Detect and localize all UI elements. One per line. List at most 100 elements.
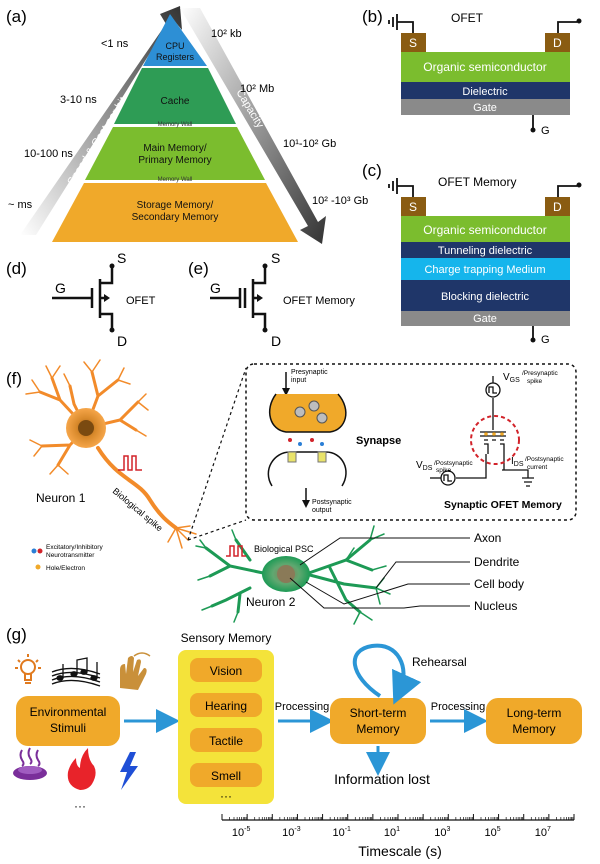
- panel-f-label: (f): [6, 369, 22, 388]
- label-axon: Axon: [474, 531, 501, 545]
- panel-f: (f) Neuron 1 Biological spike Excitatory…: [6, 359, 577, 625]
- processing-1: Processing: [275, 701, 329, 713]
- ids-note-1: /Postsynaptic: [525, 456, 564, 463]
- source-wire: [397, 21, 414, 33]
- sense-tactile-text: Tactile: [209, 734, 243, 748]
- smell-dish-icon: [13, 747, 47, 780]
- presynaptic-text-1: Presynaptic: [291, 369, 328, 376]
- panel-c-label: (c): [362, 161, 382, 180]
- axis-tick-label: 107: [535, 826, 551, 839]
- sense-smell-text: Smell: [211, 769, 241, 783]
- ofet-caption: OFET: [126, 295, 156, 307]
- blocking-text: Blocking dielectric: [441, 291, 530, 303]
- ofet-g: G: [55, 280, 66, 296]
- bio-psc-spike: [226, 545, 246, 557]
- presynaptic-text-2: input: [291, 377, 306, 384]
- panel-a: (a) Speed & Cost per bit Capacity CPU Re…: [6, 6, 368, 244]
- main-mem-line1: Main Memory/: [143, 143, 207, 154]
- presynaptic-arrowhead: [282, 388, 290, 396]
- ofet-memory-symbol: [210, 268, 267, 328]
- label-nucleus: Nucleus: [474, 599, 517, 613]
- memory-highlight-circle: [470, 415, 520, 465]
- panel-a-label: (a): [6, 7, 27, 26]
- legend-hole-dot: [35, 564, 41, 570]
- axon-1: [96, 446, 178, 530]
- source-electrode: [401, 33, 426, 52]
- layer-cache: [114, 68, 236, 124]
- gate-layer-c: [401, 311, 570, 326]
- vds-note-2: spike: [436, 467, 452, 474]
- layer-cpu-registers: [143, 14, 207, 66]
- layer-main-memory: [85, 127, 265, 180]
- sense-tactile: [190, 728, 262, 752]
- sense-smell: [190, 763, 262, 787]
- ofet-arrow: [104, 294, 110, 302]
- zoom-box: [245, 363, 577, 521]
- axis-tick-label: 103: [434, 826, 450, 839]
- postsynaptic-terminal: [267, 451, 347, 487]
- main-mem-line2: Primary Memory: [138, 155, 211, 166]
- capacity-arrow: [180, 8, 326, 244]
- gate-layer: [401, 99, 570, 115]
- stimuli-box: [16, 696, 120, 746]
- ofet-d-terminal: [109, 327, 115, 333]
- synapse-label: Synapse: [356, 435, 401, 447]
- axis-label: Timescale (s): [358, 843, 442, 859]
- long-term-box: [486, 698, 582, 744]
- panel-e-label: (e): [188, 259, 209, 278]
- tactile-hand-icon: [120, 652, 151, 690]
- ofetm-d-terminal: [262, 327, 268, 333]
- zoom-line: [187, 367, 247, 541]
- wall-label-2: Memory Wall: [158, 177, 193, 183]
- vgs-note-2: spike: [527, 378, 543, 385]
- neurotransmitter-dot: [288, 438, 292, 442]
- gate-terminal-label: G: [541, 125, 550, 137]
- vesicle: [308, 400, 320, 412]
- time-cache: 3-10 ns: [60, 94, 97, 106]
- panel-d: (d) G S D OFET: [6, 250, 156, 349]
- ids-note-2: current: [527, 464, 547, 471]
- panel-b: (b) OFET S D Organic semiconductor Diele…: [362, 7, 582, 137]
- cap-main: 10¹-10² Gb: [283, 138, 336, 150]
- tunneling-layer: [401, 242, 570, 258]
- drain-wire-c: [557, 185, 577, 197]
- drain-wire: [557, 21, 577, 33]
- trapping-layer: [401, 258, 570, 280]
- storage-line2: Secondary Memory: [132, 212, 219, 223]
- gate-text: Gate: [473, 102, 497, 114]
- processing-2: Processing: [431, 701, 485, 713]
- ground-icon-c: [388, 178, 398, 194]
- neuron-2-label: Neuron 2: [246, 595, 296, 609]
- long-term-line1: Long-term: [507, 706, 562, 720]
- axis-tick-label: 10-1: [332, 826, 351, 839]
- neuron-1-label: Neuron 1: [36, 491, 86, 505]
- axis-tick-label: 101: [384, 826, 400, 839]
- neurotransmitter-dot: [310, 438, 314, 442]
- legend-red-dot: [37, 548, 43, 554]
- short-term-line2: Memory: [356, 722, 399, 736]
- rehearsal-loop: [352, 643, 422, 705]
- axis-tick-label: 10-5: [232, 826, 251, 839]
- ground-icon: [388, 14, 398, 30]
- ids-label: IDS: [511, 456, 524, 468]
- vgs-note-1: /Presynaptic: [522, 370, 559, 377]
- presynaptic-terminal: [268, 393, 347, 433]
- sense-vision: [190, 658, 262, 682]
- blocking-layer: [401, 280, 570, 311]
- time-cpu: <1 ns: [101, 38, 129, 50]
- short-term-line1: Short-term: [350, 706, 407, 720]
- neuron-1: [25, 359, 197, 549]
- panel-d-label: (d): [6, 259, 27, 278]
- time-main: 10-100 ns: [24, 148, 73, 160]
- osc-layer: [401, 52, 570, 82]
- panel-b-label: (b): [362, 7, 383, 26]
- info-lost-label: Information lost: [334, 771, 430, 787]
- ofetm-d: D: [271, 333, 281, 349]
- panel-g: (g) ··· Environmental Stimuli: [6, 625, 582, 859]
- stimuli-line2: Stimuli: [50, 721, 86, 735]
- vesicle: [316, 412, 328, 424]
- ofet-s: S: [117, 250, 126, 266]
- ofet-title: OFET: [451, 11, 484, 25]
- neurotransmitter-dot: [298, 442, 302, 446]
